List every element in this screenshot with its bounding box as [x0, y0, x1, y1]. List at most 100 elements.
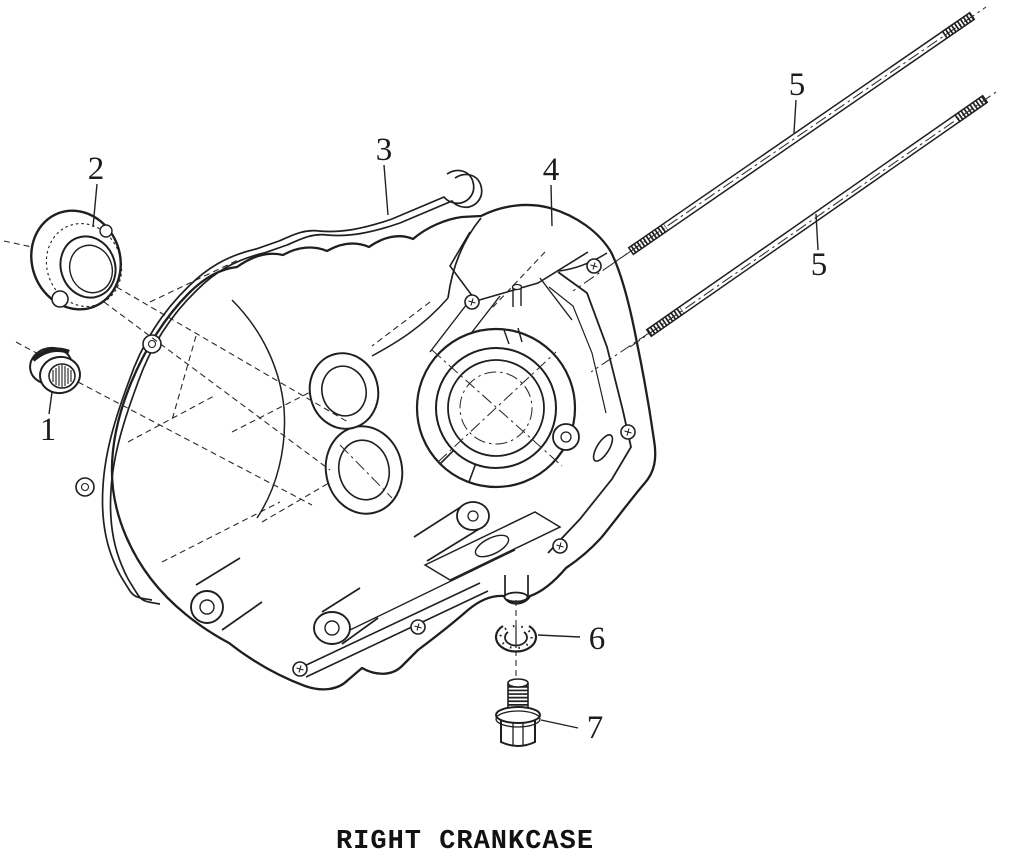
- hidden-edge: [161, 501, 281, 563]
- callout-2: 2: [88, 151, 105, 228]
- boss-hole: [467, 510, 479, 522]
- bolt-flange-edge: [495, 710, 541, 728]
- callouts: 1 2 3 4 5 5 6 7: [40, 67, 828, 746]
- boss-side: [426, 528, 480, 562]
- stud-axis-extension: [590, 332, 650, 373]
- gasket-bolt-loop: [75, 477, 95, 497]
- boss-side: [341, 617, 379, 645]
- gasket-bolt-loop-hole: [80, 482, 90, 492]
- axis-dash: [15, 341, 45, 358]
- boss-hole: [324, 620, 340, 636]
- pin-top: [511, 283, 523, 291]
- lug-side: [221, 601, 263, 631]
- callout-4: 4: [543, 152, 560, 227]
- shaft-opening-upper-bore: [321, 365, 367, 417]
- needle-bushing: [29, 346, 81, 395]
- stud-centerline: [611, 6, 987, 265]
- callout-5-lower: 5: [811, 213, 828, 283]
- flange-hole: [552, 423, 580, 451]
- callout-number: 5: [811, 247, 828, 283]
- callout-5-upper: 5: [789, 67, 806, 134]
- callout-number: 2: [88, 151, 105, 187]
- callout-number: 6: [589, 621, 606, 657]
- bolt-hole: [552, 538, 568, 554]
- leader-line: [383, 164, 389, 216]
- centerline: [339, 444, 393, 499]
- boss-side: [413, 502, 468, 538]
- boss-face: [313, 611, 351, 645]
- bearing-ball-track: [45, 223, 123, 307]
- flange-slot: [592, 434, 614, 462]
- top-rim: [558, 252, 608, 272]
- gasket-bolt-loop: [142, 334, 162, 354]
- stud-thread: [646, 306, 685, 337]
- leader-line: [537, 634, 581, 638]
- needle-rollers: [52, 365, 72, 387]
- stud-bolt-lower: [629, 89, 1000, 348]
- ring-cross-centerline: [437, 351, 557, 463]
- cylinder-boss-lower: [313, 587, 379, 645]
- sealing-washer: [494, 624, 538, 653]
- bolt-hole: [410, 619, 426, 635]
- leader-line: [92, 183, 98, 228]
- ring-wall: [435, 347, 557, 469]
- leader-line: [815, 213, 819, 251]
- ring-tab: [517, 327, 523, 343]
- bolt-hole: [292, 661, 308, 677]
- stud-centerline: [629, 89, 1000, 348]
- callout-3: 3: [376, 132, 392, 216]
- callout-number: 1: [40, 412, 57, 448]
- leader-line: [793, 99, 797, 134]
- lug-side: [195, 557, 241, 586]
- bearing-bore: [68, 244, 114, 294]
- leader-line: [540, 719, 579, 729]
- crank-chamber-ring: [415, 327, 577, 489]
- crankcase-body: [110, 203, 657, 691]
- callout-6: 6: [537, 621, 606, 657]
- bottom-rail-inner: [349, 549, 516, 631]
- bushing-rim: [31, 347, 70, 362]
- leader-line: [550, 184, 553, 227]
- axis-dash: [107, 281, 349, 423]
- ring-tab: [503, 329, 510, 345]
- boss-face: [456, 501, 490, 531]
- bearing-ball: [99, 224, 113, 238]
- callout-number: 7: [587, 710, 604, 746]
- front-edge: [447, 217, 482, 299]
- left-face-contour: [231, 299, 286, 519]
- ring-gap-edge: [468, 464, 477, 483]
- bolt-hole: [620, 424, 636, 440]
- bolt-shank-top: [507, 678, 529, 688]
- front-edge-2: [371, 297, 449, 357]
- callout-number: 5: [789, 67, 806, 103]
- bearing-ball: [51, 290, 69, 308]
- ball-bearing: [30, 209, 123, 311]
- ring-centerline: [459, 371, 533, 445]
- callout-1: 1: [40, 391, 57, 448]
- hidden-edge: [149, 259, 239, 303]
- lug-face: [190, 590, 224, 624]
- axis-dash: [77, 381, 313, 506]
- gasket-outer-edge: [101, 169, 475, 601]
- stud-shank: [645, 94, 989, 338]
- washer-ticks: [499, 624, 533, 650]
- bottom-rail: [299, 582, 481, 669]
- mount-lug-left: [190, 557, 263, 631]
- leader-line: [48, 391, 53, 415]
- stud-thread: [630, 223, 669, 254]
- gasket-bolt-loop-hole: [147, 339, 157, 349]
- flange-hole-bore: [560, 431, 572, 443]
- axis-dash: [95, 295, 331, 471]
- boss-side: [321, 587, 361, 613]
- hidden-edge: [491, 251, 546, 309]
- shaft-opening-lower-bore: [337, 439, 391, 501]
- rib: [429, 299, 471, 353]
- hidden-edge: [171, 335, 197, 421]
- diagram-title: RIGHT CRANKCASE: [335, 827, 595, 857]
- dowel-pin: [511, 283, 523, 307]
- callout-number: 4: [543, 152, 560, 188]
- ring-gap-edge: [439, 449, 455, 465]
- bolt-hole: [586, 258, 602, 274]
